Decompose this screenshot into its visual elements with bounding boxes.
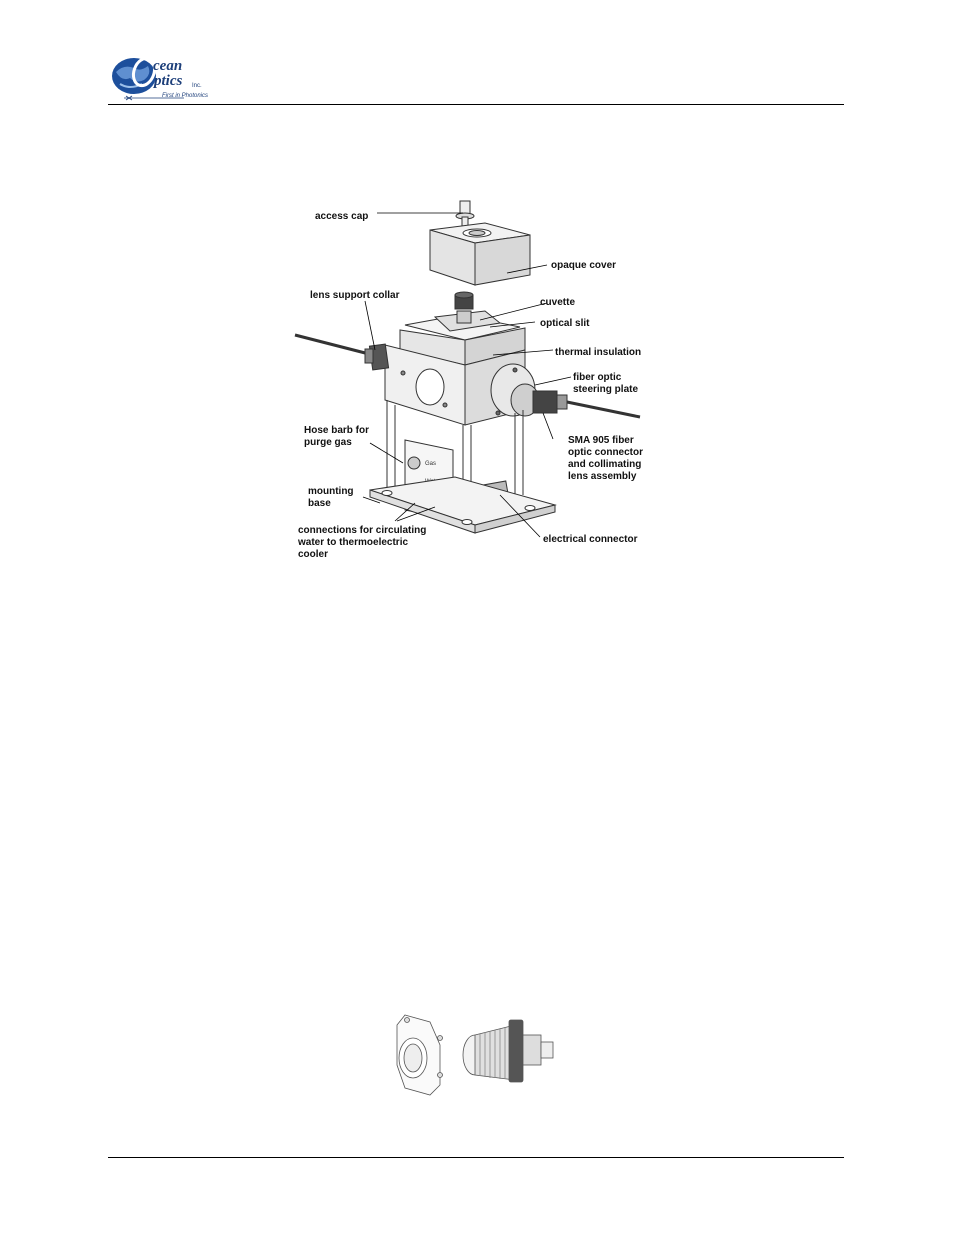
logo-word-ocean: cean bbox=[153, 58, 182, 74]
label-cuvette: cuvette bbox=[540, 297, 575, 308]
access-cap-drawing bbox=[455, 200, 475, 228]
label-lens-support-collar: lens support collar bbox=[310, 290, 400, 301]
header-rule bbox=[108, 104, 844, 105]
label-thermal-insulation: thermal insulation bbox=[555, 347, 641, 358]
steering-plate-drawing bbox=[490, 363, 641, 419]
label-hose-barb-line2: purge gas bbox=[304, 437, 352, 448]
sma-connector-assembly-drawing bbox=[396, 1014, 554, 1096]
ocean-optics-logo: cean ptics Inc. First in Photonics bbox=[112, 56, 208, 101]
cuvette-holder-diagram: Gas Water access cap opa bbox=[294, 200, 643, 560]
label-sma-line4: lens assembly bbox=[568, 471, 637, 482]
label-connections-line2: water to thermoelectric bbox=[297, 537, 408, 548]
thermal-insulation-drawing bbox=[399, 327, 526, 366]
logo-suffix: Inc. bbox=[192, 83, 202, 89]
label-mounting-line1: mounting bbox=[308, 486, 354, 497]
label-opaque-cover: opaque cover bbox=[551, 260, 616, 271]
label-optical-slit: optical slit bbox=[540, 318, 590, 329]
label-sma-line1: SMA 905 fiber bbox=[568, 435, 634, 446]
label-electrical-connector: electrical connector bbox=[543, 534, 638, 545]
logo-tagline: First in Photonics bbox=[162, 93, 208, 99]
label-hose-barb-line1: Hose barb for bbox=[304, 425, 369, 436]
label-sma-line3: and collimating bbox=[568, 459, 641, 470]
label-sma-line2: optic connector bbox=[568, 447, 643, 458]
label-access-cap: access cap bbox=[315, 211, 368, 222]
holder-illustration: Gas Water bbox=[294, 200, 641, 534]
cuvette-knob-drawing bbox=[454, 291, 474, 310]
label-connections-line1: connections for circulating bbox=[298, 525, 426, 536]
label-fiber-optic-line1: fiber optic bbox=[573, 372, 622, 383]
top-plate-drawing bbox=[404, 310, 521, 341]
label-mounting-line2: base bbox=[308, 498, 331, 509]
steering-plate-part bbox=[396, 1014, 443, 1096]
opaque-cover-drawing bbox=[429, 222, 531, 286]
panel-gas-label: Gas bbox=[425, 461, 436, 467]
lens-support-collar-drawing bbox=[294, 333, 390, 371]
globe-icon bbox=[112, 56, 157, 94]
label-fiber-optic-line2: steering plate bbox=[573, 384, 638, 395]
logo-word-optics: ptics bbox=[152, 73, 182, 89]
label-connections-line3: cooler bbox=[298, 549, 328, 560]
leader-lines bbox=[362, 212, 572, 538]
footer-rule bbox=[108, 1157, 844, 1158]
sma-connector-part bbox=[462, 1019, 554, 1083]
